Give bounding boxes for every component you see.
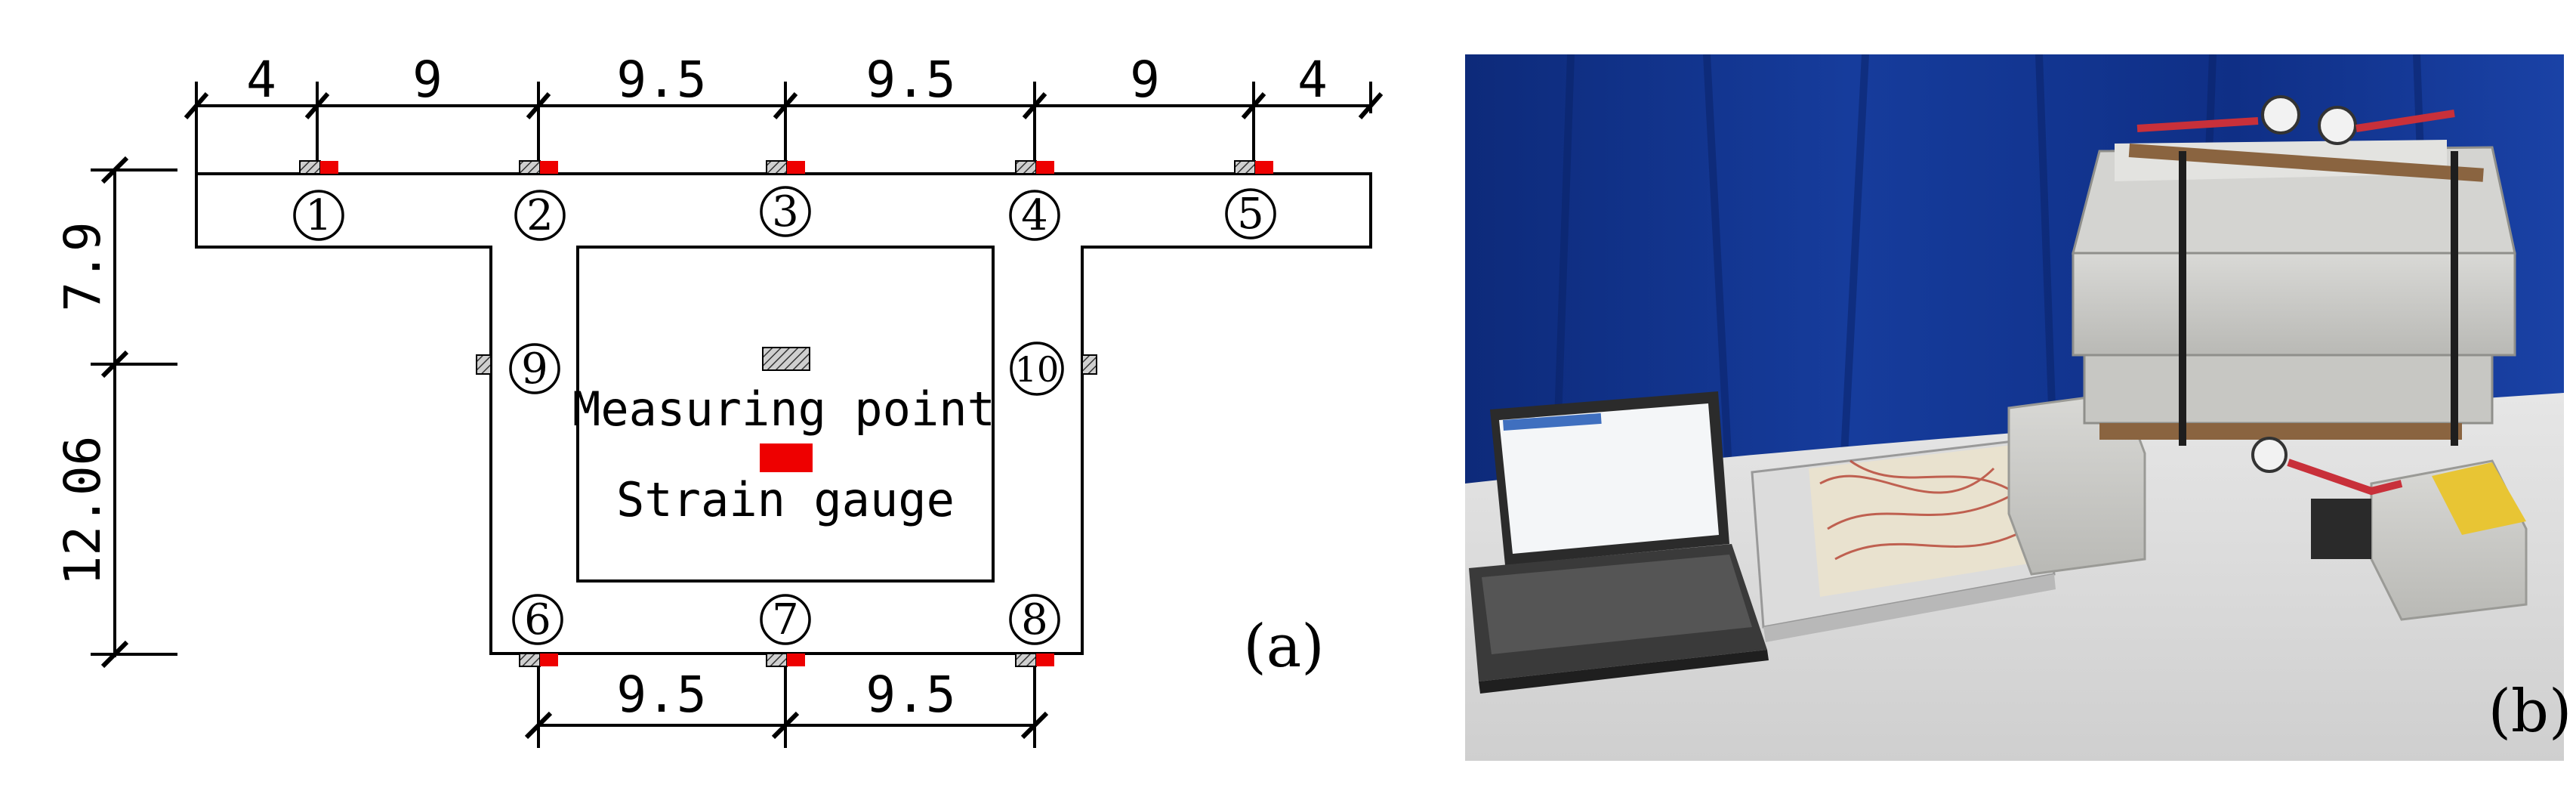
point-label-10: 10 <box>1015 349 1060 390</box>
top-dim-3: 9.5 <box>616 51 706 109</box>
bottom-dimension-chain <box>524 665 1049 748</box>
measuring-point-marker <box>299 160 321 175</box>
box-girder-specimen <box>2072 140 2516 425</box>
yellow-tape <box>2432 462 2526 535</box>
point-label-9: 9 <box>521 345 548 394</box>
point-label-8: 8 <box>1021 595 1048 644</box>
legend-strain-gauge-label: Strain gauge <box>616 472 955 527</box>
top-dim-1: 4 <box>246 51 276 109</box>
loading-frame <box>2099 144 2484 446</box>
measuring-point-marker <box>519 160 541 175</box>
strain-gauge-marker <box>787 654 805 666</box>
measuring-point-marker <box>519 653 541 667</box>
strain-gauge-marker <box>1036 161 1054 174</box>
measuring-point-marker <box>1015 160 1037 175</box>
strain-data-logger <box>1751 437 2056 642</box>
legend-measuring-point-label: Measuring point <box>572 382 995 437</box>
point-label-6: 6 <box>524 595 551 644</box>
top-dim-5: 9 <box>1130 51 1160 109</box>
legend-measuring-point-swatch <box>762 347 810 371</box>
strain-gauge-marker <box>1036 654 1054 666</box>
cross-section-diagram: 4 9 9.5 9.5 9 4 7.9 12.06 <box>54 51 1384 748</box>
laptop <box>1469 391 1769 694</box>
measuring-point-marker <box>1081 354 1097 375</box>
box-inner-cell <box>576 246 995 583</box>
strain-gauge-marker <box>540 161 558 174</box>
left-dimension-chain <box>91 156 177 669</box>
legend-strain-gauge-swatch <box>760 443 813 472</box>
measuring-point-marker <box>766 160 788 175</box>
strain-gauge-marker <box>787 161 805 174</box>
strain-gauge-marker <box>540 654 558 666</box>
point-label-3: 3 <box>772 187 799 236</box>
top-dimension-chain <box>184 82 1384 172</box>
measuring-point-marker <box>1015 653 1037 667</box>
left-dim-web: 12.06 <box>54 436 112 586</box>
panel-a-label: (a) <box>1243 613 1324 681</box>
bottom-dim-2: 9.5 <box>865 666 955 724</box>
left-dim-flange: 7.9 <box>54 221 112 311</box>
measuring-point-marker <box>1234 160 1256 175</box>
point-labels <box>293 186 1276 645</box>
bottom-gauges <box>519 653 1054 667</box>
test-setup-photo: (b) <box>1465 54 2571 761</box>
point-label-2: 2 <box>526 191 554 240</box>
top-dim-6: 4 <box>1297 51 1328 109</box>
dial-gauges <box>2136 95 2455 559</box>
bottom-dim-1: 9.5 <box>616 666 706 724</box>
measuring-point-marker <box>476 354 492 375</box>
strain-gauge-marker <box>320 161 338 174</box>
strain-gauge-marker <box>1255 161 1273 174</box>
top-dim-4: 9.5 <box>865 51 955 109</box>
point-label-4: 4 <box>1021 191 1048 240</box>
measuring-point-marker <box>766 653 788 667</box>
top-dim-2: 9 <box>412 51 443 109</box>
panel-b-label: (b) <box>2488 678 2572 746</box>
top-gauges <box>299 160 1273 175</box>
point-label-7: 7 <box>772 595 799 644</box>
point-label-5: 5 <box>1237 190 1264 239</box>
point-label-1: 1 <box>305 191 332 240</box>
